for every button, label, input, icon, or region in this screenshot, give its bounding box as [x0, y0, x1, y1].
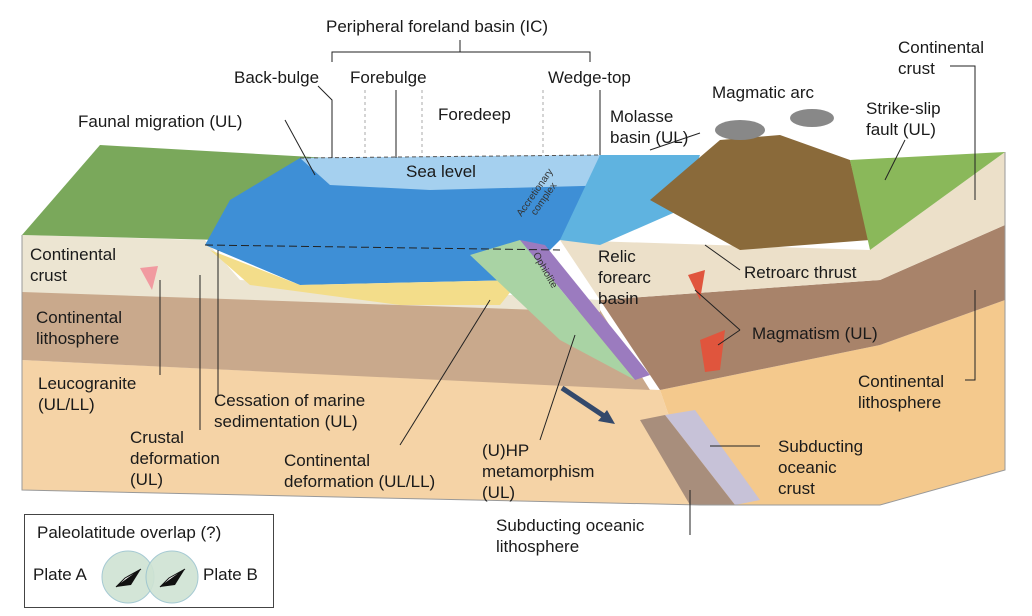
- sea-surface: [300, 155, 620, 190]
- land-left: [22, 145, 330, 240]
- faunal-migration-label: Faunal migration (UL): [78, 112, 243, 131]
- plate-a-label: Plate A: [33, 565, 87, 584]
- legend: Paleolatitude overlap (?) Plate A Plate …: [24, 514, 274, 608]
- ophiolite: [520, 240, 650, 380]
- compass-needle-icon: [115, 568, 142, 588]
- back-bulge-label: Back-bulge: [234, 68, 320, 87]
- retroarc-magma: [688, 270, 705, 300]
- volcano-plume: [715, 120, 765, 140]
- peripheral-foreland-basin-label: Peripheral foreland basin (IC): [326, 17, 549, 36]
- molasse-basin: [560, 155, 700, 245]
- subducting-lithosphere: [640, 415, 735, 505]
- foredeep-label: Foredeep: [438, 105, 511, 124]
- paleolatitude-circles: [101, 550, 199, 604]
- right-crust: [560, 152, 1005, 300]
- subducting-crust: [665, 410, 760, 505]
- sea-level-label: Sea level: [406, 162, 476, 181]
- retroarc-thrust-label: Retroarc thrust: [744, 263, 857, 282]
- magmatic-arc-mountains: [650, 135, 870, 250]
- wedge-top-label: Wedge-top: [548, 68, 631, 87]
- compass-needle-icon: [159, 568, 186, 588]
- right-asthenosphere: [660, 300, 1005, 505]
- land-right: [850, 152, 1005, 250]
- right-lithosphere: [600, 225, 1005, 390]
- plate-b-label: Plate B: [203, 565, 258, 584]
- legend-title: Paleolatitude overlap (?): [37, 523, 222, 542]
- forebulge-label: Forebulge: [350, 68, 427, 87]
- magmatism-label: Magmatism (UL): [752, 324, 878, 343]
- foreland-sediments: [210, 250, 520, 305]
- continental-lithosphere-left: [22, 290, 650, 390]
- accretionary-wedge: [470, 240, 635, 380]
- peripheral-bracket: [331, 51, 591, 62]
- leucogranite-blob: [140, 266, 158, 290]
- magmatic-arc-label: Magmatic arc: [712, 83, 815, 102]
- direction-arrow: [560, 385, 612, 423]
- leucogranite-label: Leucogranite(UL/LL): [38, 374, 137, 414]
- asthenosphere: [22, 360, 700, 505]
- magmatism-blob: [700, 330, 725, 372]
